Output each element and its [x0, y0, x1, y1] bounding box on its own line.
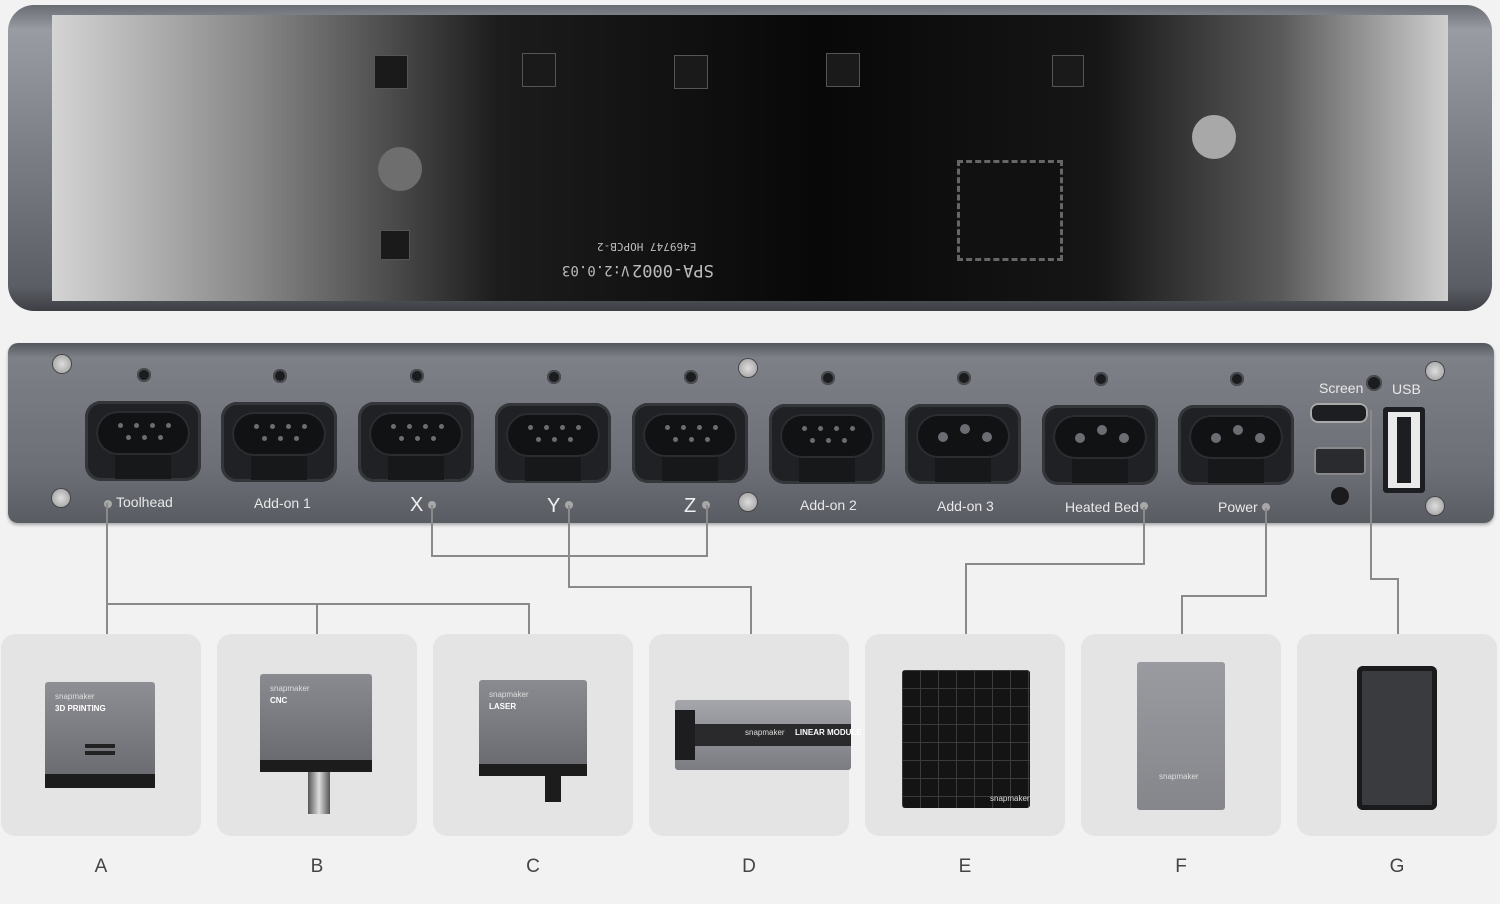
panel-hole [684, 370, 698, 384]
module-image: snapmaker LINEAR MODULE [675, 700, 862, 770]
screw-icon [1426, 497, 1444, 515]
line-power-f [1181, 508, 1267, 634]
module-name-text: LINEAR MODULE [795, 728, 862, 737]
panel-hole [1230, 372, 1244, 386]
module-image: snapmaker 3D PRINTING [45, 682, 155, 788]
port-x [358, 402, 474, 482]
line-screen-g [1370, 410, 1399, 634]
mounting-hole [378, 147, 422, 191]
micro-usb-port [1314, 447, 1366, 475]
port-power [1178, 405, 1294, 485]
panel-hole [957, 371, 971, 385]
port-label: Power [1218, 499, 1258, 515]
module-letter-e: E [958, 856, 972, 877]
module-name-text: CNC [270, 696, 288, 705]
panel-hole [1366, 375, 1382, 391]
controller-board-top-view: SPA-0002 V:2.0.03 E469747 HOPCB-2 [8, 5, 1492, 311]
ic-chip [380, 230, 410, 260]
port-add-on-2 [769, 404, 885, 484]
screen-usb-c-port [1310, 403, 1368, 423]
panel-hole [821, 371, 835, 385]
module-brand-text: snapmaker [990, 794, 1030, 803]
line-toolhead-branch [107, 603, 530, 634]
port-label: X [410, 494, 424, 516]
ic-chip [1052, 55, 1084, 87]
mounting-hole [1192, 115, 1236, 159]
screw-icon [739, 493, 757, 511]
ic-chip [374, 55, 408, 89]
module-name-text: LASER [489, 702, 517, 711]
screw-icon [739, 359, 757, 377]
module-image: snapmaker [902, 670, 1030, 808]
port-heated-bed [1042, 405, 1158, 485]
screw-icon [52, 489, 70, 507]
ic-chip [826, 53, 860, 87]
screen-port-label: Screen [1319, 380, 1364, 396]
connector-line-group [106, 410, 1399, 634]
ic-chip [522, 53, 556, 87]
module-brand-text: snapmaker [745, 728, 785, 737]
module-card-g [1297, 634, 1497, 836]
port-add-on-3 [905, 404, 1021, 484]
port-label: Z [684, 495, 697, 517]
module-letter-f: F [1175, 856, 1187, 877]
module-letter-c: C [526, 856, 540, 877]
port-y [495, 403, 611, 483]
module-letter-b: B [310, 856, 324, 877]
module-letter-d: D [742, 856, 756, 877]
line-y-d [568, 505, 752, 634]
microcontroller [957, 160, 1063, 261]
port-label: Add-on 3 [937, 498, 994, 514]
module-brand-text: snapmaker [55, 692, 95, 701]
module-brand-text: snapmaker [270, 684, 310, 693]
module-image: snapmaker [1137, 662, 1225, 810]
reset-button [1331, 487, 1349, 505]
ic-chip [674, 55, 708, 89]
module-letter-a: A [94, 856, 108, 877]
module-image [1357, 666, 1437, 810]
port-z [632, 403, 748, 483]
connector-dot [1140, 502, 1148, 510]
port-label: Add-on 2 [800, 497, 857, 513]
module-card-f: snapmaker [1081, 634, 1281, 836]
screw-icon [53, 355, 71, 373]
line-heatedbed-e [965, 507, 1145, 634]
port-toolhead [85, 401, 201, 481]
port-add-on-1 [221, 402, 337, 482]
port-label: Y [547, 495, 561, 517]
panel-hole [410, 369, 424, 383]
usb-port-label: USB [1392, 381, 1421, 397]
module-card-e: snapmaker [865, 634, 1065, 836]
module-card-d: snapmaker LINEAR MODULE [649, 634, 862, 836]
module-brand-text: snapmaker [1159, 772, 1199, 781]
usb-a-port [1383, 407, 1425, 493]
panel-hole [273, 369, 287, 383]
port-label: Toolhead [116, 494, 173, 510]
screw-icon [1426, 362, 1444, 380]
module-card-a: snapmaker 3D PRINTING [1, 634, 201, 836]
pcb: SPA-0002 V:2.0.03 E469747 HOPCB-2 [52, 15, 1448, 301]
module-letter-g: G [1389, 856, 1405, 877]
module-name-text: 3D PRINTING [55, 704, 106, 713]
module-brand-text: snapmaker [489, 690, 529, 699]
port-label: Heated Bed [1065, 499, 1139, 515]
panel-hole [1094, 372, 1108, 386]
connector-dot [1262, 503, 1270, 511]
panel-hole [137, 368, 151, 382]
port-label: Add-on 1 [254, 495, 311, 511]
panel-hole [547, 370, 561, 384]
